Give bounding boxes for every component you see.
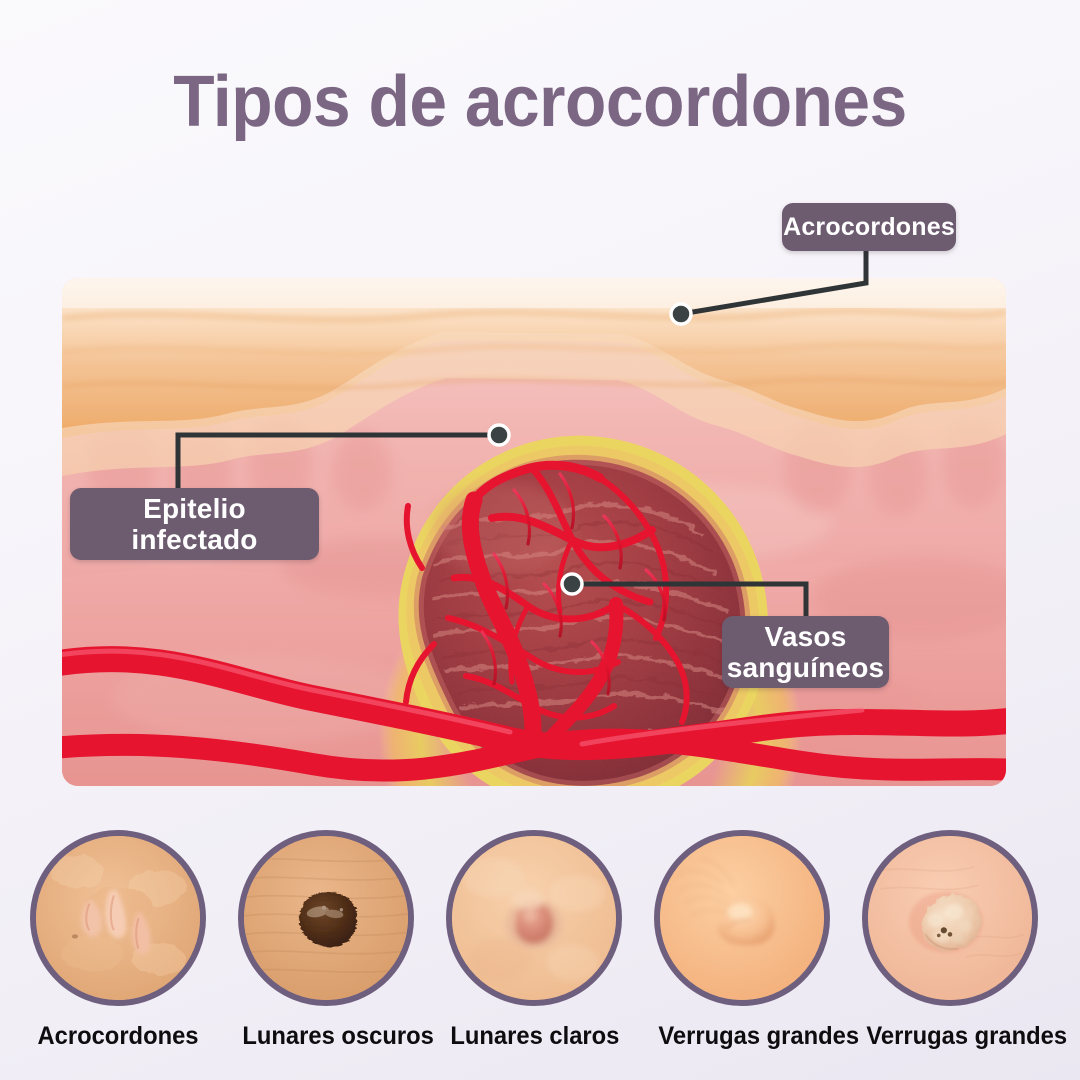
gallery-image-lunares-oscuros (238, 830, 414, 1006)
dome-wart-photo (660, 836, 824, 1000)
gallery-caption-verrugas-grandes-1: Verrugas grandes (658, 1022, 860, 1050)
growth-mass (413, 454, 751, 786)
gallery-caption-lunares-oscuros: Lunares oscuros (242, 1022, 434, 1050)
lesion-type-gallery: Acrocordones (0, 830, 1080, 1080)
gallery-image-verrugas-grandes-2 (862, 830, 1038, 1006)
callout-label-acrocordones-line1: Acrocordones (783, 213, 955, 241)
gallery-image-acrocordones (30, 830, 206, 1006)
callout-label-vasos-line2: sanguíneos (726, 652, 885, 683)
gallery-item-verrugas-grandes-2[interactable]: Verrugas grandes (862, 830, 1068, 1051)
callout-badge-vasos: Vasos sanguíneos (722, 616, 889, 688)
gallery-image-lunares-claros (446, 830, 622, 1006)
page-title: Tipos de acrocordones (173, 62, 907, 142)
callout-badge-epitelio: Epitelio infectado (70, 488, 319, 560)
gallery-caption-verrugas-grandes-2: Verrugas grandes (866, 1022, 1068, 1050)
gallery-caption-acrocordones: Acrocordones (37, 1022, 199, 1050)
blood-vessels (62, 460, 1006, 782)
gallery-item-acrocordones[interactable]: Acrocordones (30, 830, 206, 1051)
callout-label-vasos-line1: Vasos (764, 620, 847, 652)
skin-tags-photo (36, 836, 200, 1000)
gallery-item-verrugas-grandes-1[interactable]: Verrugas grandes (654, 830, 860, 1051)
rough-wart-photo (868, 836, 1032, 1000)
callout-label-epitelio-line1: Epitelio (143, 492, 246, 524)
dark-mole-photo (244, 836, 408, 1000)
gallery-image-verrugas-grandes-1 (654, 830, 830, 1006)
gallery-item-lunares-claros[interactable]: Lunares claros (446, 830, 622, 1051)
callout-badge-acrocordones: Acrocordones (782, 203, 956, 251)
gallery-item-lunares-oscuros[interactable]: Lunares oscuros (238, 830, 434, 1051)
gallery-caption-lunares-claros: Lunares claros (450, 1022, 620, 1050)
callout-label-epitelio-line2: infectado (131, 524, 258, 555)
light-mole-photo (452, 836, 616, 1000)
